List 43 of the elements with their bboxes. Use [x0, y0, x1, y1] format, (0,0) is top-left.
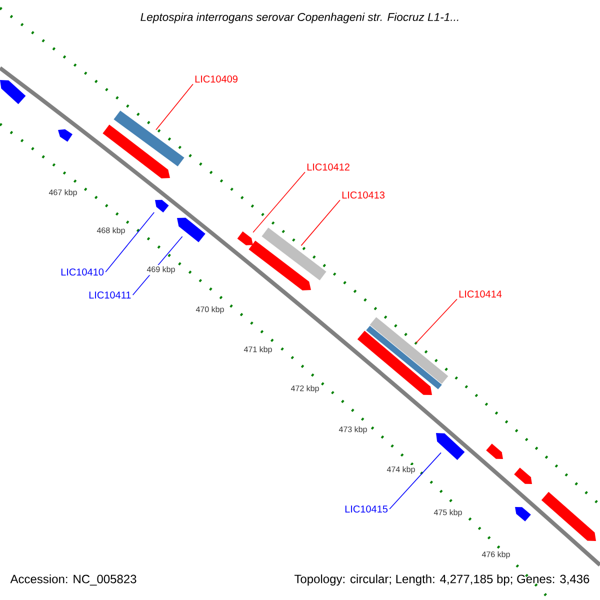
gene-feature	[58, 129, 72, 142]
tick-label: 473 kbp	[337, 424, 369, 436]
tick-label: 469 kbp	[145, 264, 177, 276]
leader-line	[416, 298, 458, 344]
gene-label: LIC10412	[307, 163, 350, 171]
leader-line	[252, 172, 306, 233]
tick-label: 470 kbp	[194, 304, 226, 316]
gene-label: LIC10415	[345, 505, 388, 513]
tick-label: 471 kbp	[242, 344, 274, 356]
gene-feature	[177, 218, 206, 242]
gene-feature	[515, 507, 531, 522]
footer-text: Topology: circular; Length: 4,277,185 bp; Genes: 3,436	[294, 574, 590, 586]
gene-feature	[514, 468, 532, 484]
tick-label: 476 kbp	[480, 550, 512, 560]
gene-feature	[102, 124, 170, 178]
footer-text: Accession: NC_005823	[10, 574, 136, 586]
gene-bar	[370, 317, 448, 384]
gene-label: LIC10410	[61, 268, 104, 276]
leader-line	[300, 200, 340, 246]
leader-line	[105, 212, 155, 272]
gene-feature	[155, 200, 169, 212]
tick-label: 472 kbp	[289, 384, 321, 394]
tick-label: 474 kbp	[385, 464, 417, 476]
gene-feature	[486, 444, 503, 459]
gene-label: LIC10414	[459, 290, 502, 298]
gene-feature	[237, 231, 253, 246]
leader-line	[156, 84, 194, 130]
gene-bar	[366, 326, 442, 390]
gene-feature	[541, 492, 596, 541]
tick-label: 467 kbp	[47, 188, 79, 198]
gene-bar	[114, 110, 184, 166]
gene-label: LIC10409	[195, 75, 238, 83]
title: Leptospira interrogans serovar Copenhageni str. Fiocruz L1-1...	[140, 12, 458, 24]
gene-feature	[436, 433, 465, 460]
gene-feature	[357, 330, 432, 395]
tick-label: 468 kbp	[95, 226, 127, 236]
gene-label: LIC10413	[342, 191, 385, 199]
gene-bar	[262, 228, 326, 280]
gene-feature	[0, 80, 26, 104]
tick-label: 475 kbp	[432, 508, 464, 518]
gene-label: LIC10411	[89, 291, 131, 299]
leader-line	[389, 452, 442, 510]
gene-feature	[248, 240, 311, 290]
